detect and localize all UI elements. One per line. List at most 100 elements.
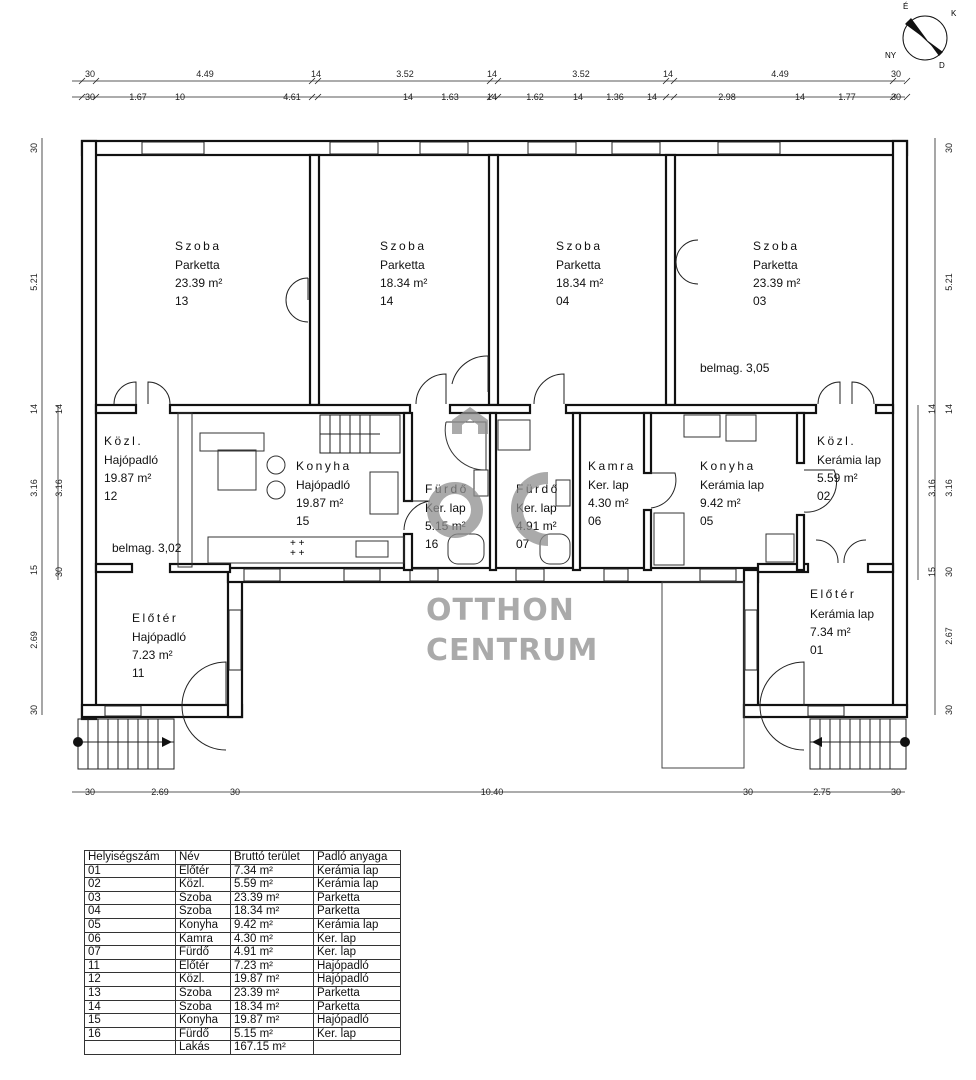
dim-label: 30 (85, 69, 95, 79)
table-cell: 5.59 m² (230, 877, 314, 892)
interior-staircase (319, 414, 401, 454)
room-area: 9.42 m² (700, 496, 741, 510)
table-cell: Parketta (313, 985, 401, 1001)
dim-label: 1.77 (838, 92, 856, 102)
room-number: 07 (516, 537, 530, 551)
table-cell: 03 (84, 890, 176, 906)
room-label-11: Előtér Hajópadló 7.23 m² 11 (132, 611, 186, 680)
room-name: Konyha (700, 459, 756, 473)
table-cell: 5.15 m² (230, 1026, 314, 1042)
dim-tick (486, 77, 494, 85)
table-cell: Kamra (175, 931, 231, 947)
watermark-line2: CENTRUM (426, 633, 598, 668)
compass-w-label: NY (885, 51, 897, 60)
room-area: 4.30 m² (588, 496, 629, 510)
compass-e-label: K (951, 9, 957, 18)
room-floor: Kerámia lap (817, 453, 881, 467)
dim-label: 4.49 (771, 69, 789, 79)
room-area: 18.34 m² (380, 276, 427, 290)
room-area: 23.39 m² (753, 276, 800, 290)
room-label-04: Szoba Parketta 18.34 m² 04 (556, 239, 603, 308)
room-name: Konyha (296, 459, 352, 473)
room-floor: Hajópadló (104, 453, 158, 467)
terrace-outline (661, 581, 745, 769)
floor-plan: É K D NY (29, 2, 957, 797)
table-cell: Ker. lap (313, 1026, 401, 1042)
windows (104, 141, 845, 717)
dim-label: 3.52 (396, 69, 414, 79)
room-floor: Parketta (175, 258, 220, 272)
dim-label: 2.98 (718, 92, 736, 102)
entry-arrow-left-icon (162, 737, 172, 747)
room-floor: Ker. lap (588, 478, 629, 492)
dim-tick (92, 93, 100, 101)
table-cell: 18.34 m² (230, 904, 314, 919)
room-number: 05 (700, 514, 714, 528)
room-number: 15 (296, 514, 310, 528)
watermark-line1: OTTHON (426, 593, 575, 628)
dim-tick (486, 93, 494, 101)
table-cell: Parketta (313, 904, 401, 919)
svg-text:+ +: + + (290, 548, 305, 559)
table-cell: Ker. lap (313, 945, 401, 960)
dim-tick (670, 77, 678, 85)
dim-label: 30 (891, 787, 901, 797)
room-number: 01 (810, 643, 824, 657)
dim-label: 14 (944, 404, 954, 414)
table-cell: Hajópadló (313, 972, 401, 987)
dim-label: 4.49 (196, 69, 214, 79)
room-label-13: Szoba Parketta 23.39 m² 13 (175, 239, 222, 308)
room-name: Szoba (753, 239, 800, 253)
room-area: 23.39 m² (175, 276, 222, 290)
room-number: 16 (425, 537, 439, 551)
dim-label: 2.69 (29, 631, 39, 649)
dim-label: 1.67 (129, 92, 147, 102)
dim-label: 10.40 (481, 787, 504, 797)
table-cell: 167.15 m² (230, 1040, 314, 1055)
entry-arrow-right-icon (812, 737, 822, 747)
dim-label: 14 (795, 92, 805, 102)
table-cell: 23.39 m² (230, 985, 314, 1001)
room-legend-table: Helyiségszám Név Bruttó terület Padló an… (84, 850, 401, 1055)
room-label-14: Szoba Parketta 18.34 m² 14 (380, 239, 427, 308)
room-label-02: Közl. Kerámia lap 5.59 m² 02 (817, 434, 881, 503)
table-cell: 15 (84, 1013, 176, 1028)
dim-label: 2.75 (813, 787, 831, 797)
room-area: 7.34 m² (810, 625, 851, 639)
room-label-06: Kamra Ker. lap 4.30 m² 06 (588, 459, 633, 528)
room-area: 7.23 m² (132, 648, 173, 662)
dim-tick (78, 77, 86, 85)
room-floor: Parketta (380, 258, 425, 272)
legend-header-cell: Bruttó terület (230, 850, 314, 865)
dim-tick (494, 93, 502, 101)
table-cell: Fürdő (175, 945, 231, 960)
legend-header-row: Helyiségszám Név Bruttó terület Padló an… (84, 850, 401, 865)
level-marker-left-icon (73, 737, 83, 747)
dim-label: 3.16 (927, 479, 937, 497)
room-floor: Hajópadló (296, 478, 350, 492)
room-name: Szoba (175, 239, 222, 253)
room-name: Előtér (810, 587, 856, 601)
dim-label: 30 (54, 567, 64, 577)
room-label-01: Előtér Kerámia lap 7.34 m² 01 (810, 587, 874, 657)
table-cell: Szoba (175, 985, 231, 1001)
dim-label: 30 (944, 567, 954, 577)
dim-label: 30 (29, 143, 39, 153)
table-cell: 01 (84, 863, 176, 879)
dim-label: 14 (311, 69, 321, 79)
dim-tick (903, 93, 911, 101)
dim-label: 30 (944, 705, 954, 715)
table-cell: 07 (84, 945, 176, 960)
dim-label: 5.21 (29, 273, 39, 291)
dim-label: 4.61 (283, 92, 301, 102)
otthon-centrum-logo: OTTHON CENTRUM (426, 407, 598, 668)
top-dimensions (72, 80, 905, 98)
dim-label: 30 (29, 705, 39, 715)
